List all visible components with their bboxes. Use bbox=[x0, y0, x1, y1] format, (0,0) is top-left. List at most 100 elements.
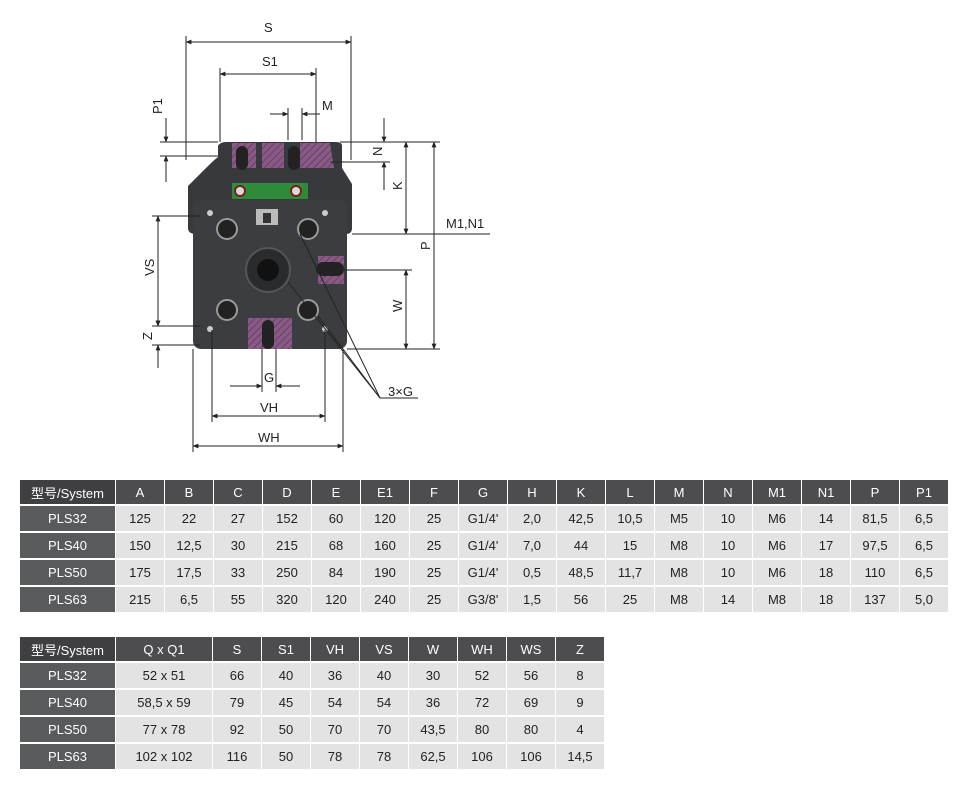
value-cell: M8 bbox=[655, 533, 704, 560]
value-cell: 69 bbox=[507, 690, 556, 717]
model-cell: PLS32 bbox=[20, 506, 116, 533]
value-cell: 68 bbox=[312, 533, 361, 560]
value-cell: M6 bbox=[753, 506, 802, 533]
value-cell: 160 bbox=[361, 533, 410, 560]
value-cell: G1/4' bbox=[459, 533, 508, 560]
column-header: VS bbox=[360, 637, 409, 663]
model-cell: PLS50 bbox=[20, 717, 116, 744]
value-cell: 58,5 x 59 bbox=[116, 690, 213, 717]
column-header: C bbox=[214, 480, 263, 506]
value-cell: M6 bbox=[753, 560, 802, 587]
value-cell: 79 bbox=[213, 690, 262, 717]
value-cell: 10 bbox=[704, 506, 753, 533]
label-VH: VH bbox=[260, 400, 278, 415]
value-cell: 55 bbox=[214, 587, 263, 614]
value-cell: 18 bbox=[802, 587, 851, 614]
column-header: 型号/System bbox=[20, 637, 116, 663]
label-M: M bbox=[322, 98, 333, 113]
model-cell: PLS32 bbox=[20, 663, 116, 690]
column-header: W bbox=[409, 637, 458, 663]
column-header: WS bbox=[507, 637, 556, 663]
value-cell: G1/4' bbox=[459, 506, 508, 533]
value-cell: M8 bbox=[753, 587, 802, 614]
value-cell: 8 bbox=[556, 663, 605, 690]
value-cell: 15 bbox=[606, 533, 655, 560]
value-cell: 7,0 bbox=[508, 533, 557, 560]
label-WH: WH bbox=[258, 430, 280, 445]
value-cell: 320 bbox=[263, 587, 312, 614]
model-cell: PLS40 bbox=[20, 690, 116, 717]
value-cell: 10 bbox=[704, 560, 753, 587]
column-header: M bbox=[655, 480, 704, 506]
value-cell: 4 bbox=[556, 717, 605, 744]
value-cell: 43,5 bbox=[409, 717, 458, 744]
value-cell: 6,5 bbox=[900, 560, 949, 587]
column-header: E1 bbox=[361, 480, 410, 506]
column-header: WH bbox=[458, 637, 507, 663]
column-header: E bbox=[312, 480, 361, 506]
column-header: N1 bbox=[802, 480, 851, 506]
label-G: G bbox=[264, 370, 274, 385]
value-cell: 120 bbox=[312, 587, 361, 614]
label-Z: Z bbox=[140, 332, 155, 340]
column-header: G bbox=[459, 480, 508, 506]
value-cell: 30 bbox=[214, 533, 263, 560]
value-cell: 45 bbox=[262, 690, 311, 717]
value-cell: 52 x 51 bbox=[116, 663, 213, 690]
label-P: P bbox=[418, 241, 433, 250]
label-W: W bbox=[390, 299, 405, 312]
value-cell: 25 bbox=[410, 533, 459, 560]
value-cell: 175 bbox=[116, 560, 165, 587]
value-cell: M8 bbox=[655, 587, 704, 614]
column-header: S bbox=[213, 637, 262, 663]
value-cell: 110 bbox=[851, 560, 900, 587]
value-cell: 102 x 102 bbox=[116, 744, 213, 771]
gripper-body bbox=[188, 142, 352, 349]
value-cell: 17,5 bbox=[165, 560, 214, 587]
value-cell: 12,5 bbox=[165, 533, 214, 560]
column-header: N bbox=[704, 480, 753, 506]
label-S1: S1 bbox=[262, 54, 278, 69]
value-cell: 66 bbox=[213, 663, 262, 690]
label-3xG: 3×G bbox=[388, 384, 413, 399]
value-cell: 215 bbox=[116, 587, 165, 614]
value-cell: 97,5 bbox=[851, 533, 900, 560]
value-cell: 78 bbox=[311, 744, 360, 771]
column-header: F bbox=[410, 480, 459, 506]
value-cell: 2,0 bbox=[508, 506, 557, 533]
value-cell: 14,5 bbox=[556, 744, 605, 771]
value-cell: 25 bbox=[410, 506, 459, 533]
value-cell: 250 bbox=[263, 560, 312, 587]
value-cell: 14 bbox=[704, 587, 753, 614]
value-cell: 42,5 bbox=[557, 506, 606, 533]
value-cell: 77 x 78 bbox=[116, 717, 213, 744]
value-cell: 70 bbox=[360, 717, 409, 744]
label-P1: P1 bbox=[150, 98, 165, 114]
dimension-labels: S S1 M P1 N K M1,N1 P VS W Z G VH WH 3×G bbox=[140, 20, 484, 445]
value-cell: 190 bbox=[361, 560, 410, 587]
value-cell: 125 bbox=[116, 506, 165, 533]
value-cell: 137 bbox=[851, 587, 900, 614]
column-header: Z bbox=[556, 637, 605, 663]
column-header: B bbox=[165, 480, 214, 506]
label-N: N bbox=[370, 147, 385, 156]
value-cell: 80 bbox=[507, 717, 556, 744]
value-cell: 25 bbox=[606, 587, 655, 614]
value-cell: 78 bbox=[360, 744, 409, 771]
value-cell: 56 bbox=[507, 663, 556, 690]
value-cell: 120 bbox=[361, 506, 410, 533]
value-cell: 54 bbox=[360, 690, 409, 717]
label-M1N1: M1,N1 bbox=[446, 216, 484, 231]
value-cell: 1,5 bbox=[508, 587, 557, 614]
value-cell: 60 bbox=[312, 506, 361, 533]
value-cell: 81,5 bbox=[851, 506, 900, 533]
column-header: Q x Q1 bbox=[116, 637, 213, 663]
column-header: 型号/System bbox=[20, 480, 116, 506]
value-cell: 240 bbox=[361, 587, 410, 614]
column-header: L bbox=[606, 480, 655, 506]
